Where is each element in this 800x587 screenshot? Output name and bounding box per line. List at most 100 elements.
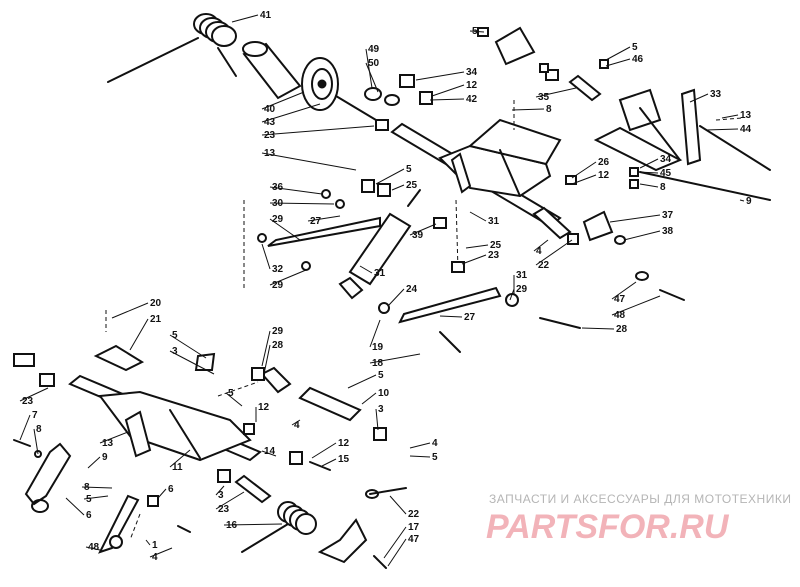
shaft-23 [335, 95, 377, 121]
callout-leader [375, 168, 405, 185]
bolt-48-lower [373, 555, 387, 569]
bushing-3-right [373, 427, 387, 441]
callout-leader [605, 58, 631, 67]
callout-leader [311, 442, 337, 459]
torsion-spring-lower [241, 501, 317, 553]
callout-leader [639, 183, 659, 188]
callout-number: 15 [338, 454, 350, 465]
watermark: ЗАПЧАСТИ И АКСЕССУАРЫ ДЛЯ МОТОТЕХНИКИ PA… [486, 492, 791, 546]
callout-leader [87, 456, 101, 469]
bushing-12 [419, 91, 433, 105]
nut-34 [399, 74, 415, 88]
callout-number: 4 [294, 420, 300, 431]
lever-18 [93, 344, 145, 372]
callout-number: 5 [406, 164, 412, 175]
callout-leader [465, 244, 489, 249]
callout-leader [511, 108, 545, 111]
callout-number: 7 [32, 410, 38, 421]
callout-number: 6 [168, 484, 174, 495]
callout-leader [409, 223, 437, 236]
alignment-line-13-right [715, 117, 743, 121]
bushing-12-lower [243, 423, 255, 435]
callout-leader [223, 523, 283, 526]
callout-leader [611, 295, 661, 316]
callout-number: 46 [632, 54, 644, 65]
callout-leader [469, 211, 487, 222]
callout-leader [533, 239, 549, 252]
callout-leader [215, 491, 245, 510]
callout-leader [261, 91, 305, 110]
callout-number: 29 [272, 280, 284, 291]
bolt-head-34 [539, 63, 549, 73]
callout-number: 8 [660, 182, 666, 193]
callout-number: 22 [538, 260, 550, 271]
callout-number: 42 [466, 94, 478, 105]
bushing-26 [377, 183, 391, 197]
callout-leader [261, 125, 375, 136]
callout-number: 21 [150, 314, 162, 325]
bolt-28-right [539, 317, 581, 329]
callout-leader [169, 334, 207, 359]
callout-number: 8 [546, 104, 552, 115]
callout-number: 28 [272, 340, 284, 351]
callout-leader [85, 546, 101, 551]
callout-leader [231, 14, 259, 23]
callout-number: 40 [264, 104, 276, 115]
callout-number: 39 [412, 230, 424, 241]
callout-number: 16 [226, 520, 238, 531]
callout-number: 48 [88, 542, 100, 553]
shaft-22-lower [234, 474, 272, 504]
callout-number: 27 [310, 216, 322, 227]
callout-number: 6 [86, 510, 92, 521]
alignment-line-lower-2 [129, 513, 141, 541]
callout-leader [535, 87, 577, 98]
callout-leader [409, 442, 431, 449]
callout-leader [415, 71, 465, 81]
callout-leader [111, 302, 149, 319]
bushing-12-right [289, 451, 303, 465]
link-1 [98, 494, 140, 554]
bushing-23-bottom [217, 469, 231, 483]
callout-number: 48 [614, 310, 626, 321]
callout-number: 23 [22, 396, 34, 407]
torsion-spring-upper [107, 13, 237, 83]
callout-leader [429, 98, 465, 101]
callout-number: 50 [368, 58, 380, 69]
callout-number: 13 [102, 438, 114, 449]
callout-leader [581, 327, 615, 330]
callout-leader [571, 161, 597, 179]
bushing-2 [109, 535, 123, 549]
washer-47 [635, 271, 649, 281]
callout-number: 8 [36, 424, 42, 435]
callout-leader [269, 186, 323, 195]
callout-number: 23 [218, 504, 230, 515]
plate-38 [582, 210, 614, 242]
callout-number: 9 [746, 196, 752, 207]
callout-leader [689, 93, 709, 103]
callout-number: 34 [660, 154, 672, 165]
callout-leader [383, 526, 407, 559]
part-number-callouts: 4154950341242546358331344404323135252612… [19, 10, 752, 567]
bushing-31-left [301, 261, 311, 271]
callout-leader [571, 174, 597, 185]
bushing-49 [364, 87, 382, 101]
callout-leader [269, 218, 301, 241]
callout-leader [387, 288, 405, 307]
callout-leader [83, 495, 109, 500]
bolt-16 [369, 487, 407, 495]
bushing-23 [375, 119, 389, 131]
callout-number: 33 [710, 89, 722, 100]
front-arm-frame [98, 390, 252, 462]
callout-number: 5 [472, 26, 478, 37]
lower-bracket [317, 518, 368, 564]
callout-leader [365, 48, 373, 89]
callout-leader [65, 497, 85, 516]
callout-number: 4 [152, 552, 158, 563]
callout-number: 34 [466, 67, 478, 78]
callout-leader [361, 392, 377, 405]
callout-leader [431, 84, 465, 97]
callout-leader [605, 46, 631, 61]
callout-number: 24 [406, 284, 418, 295]
callout-leader [129, 318, 149, 351]
spacer-tube-upper [242, 41, 302, 100]
